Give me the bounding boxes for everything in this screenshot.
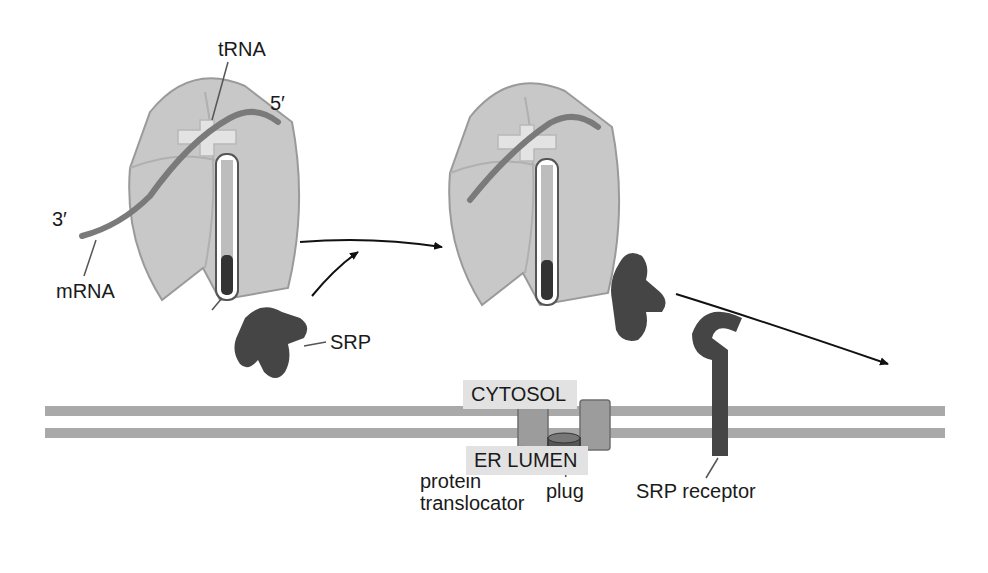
region-label: ER LUMEN bbox=[474, 449, 580, 471]
mrna-2 bbox=[470, 117, 598, 200]
region-tag: CYTOSOL bbox=[463, 380, 577, 409]
part-label: SRP receptor bbox=[636, 480, 756, 502]
region-tag: ER LUMEN bbox=[466, 446, 588, 475]
mrna bbox=[82, 112, 278, 236]
srp-free bbox=[234, 307, 307, 378]
process-arrow bbox=[300, 240, 442, 247]
ribosome-2 bbox=[449, 83, 619, 305]
part-label: SRP bbox=[330, 331, 371, 353]
part-label: tRNA bbox=[218, 38, 266, 60]
end-label: 5′ bbox=[270, 92, 285, 114]
srp-bound bbox=[611, 253, 666, 341]
process-arrow bbox=[676, 294, 888, 364]
membrane-inner bbox=[45, 428, 945, 438]
leader-line bbox=[212, 298, 222, 310]
leader-line bbox=[706, 458, 718, 478]
region-label: CYTOSOL bbox=[471, 383, 569, 405]
leader-line bbox=[304, 342, 326, 346]
end-label: 3′ bbox=[52, 208, 67, 230]
part-label: mRNA bbox=[56, 280, 115, 302]
leader-line bbox=[212, 62, 228, 120]
binding-arrow bbox=[312, 252, 358, 296]
part-label: protein translocator bbox=[420, 470, 524, 514]
srp-receptor bbox=[692, 312, 742, 456]
leader-line bbox=[84, 240, 96, 276]
part-label: plug bbox=[546, 480, 584, 502]
translocator-right bbox=[580, 400, 610, 450]
